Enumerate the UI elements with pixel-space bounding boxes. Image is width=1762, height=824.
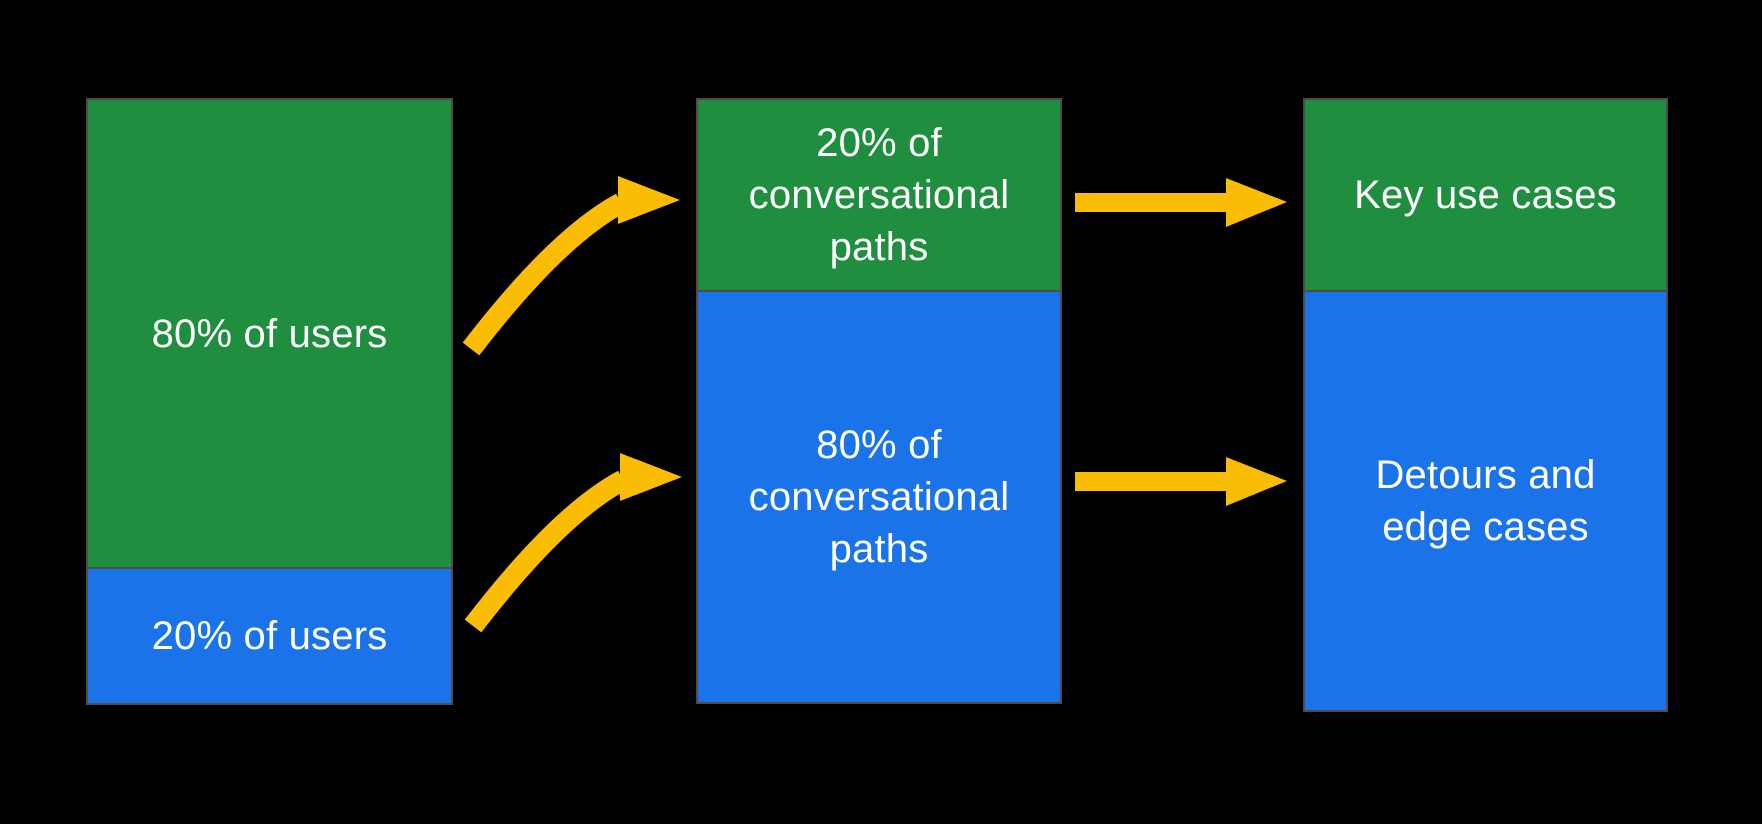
bar-paths-green-segment: 20% of conversational paths [698,100,1060,290]
bar-outcomes-blue-segment: Detours and edge cases [1305,290,1666,710]
bar-paths-green-label: 20% of conversational paths [748,121,1010,269]
bar-outcomes-green-label: Key use cases [1354,173,1617,217]
curved-arrow-bottom-icon [464,453,682,633]
straight-arrow-bottom-icon [1075,457,1287,506]
bar-users-blue-label: 20% of users [151,614,388,658]
bar-outcomes-blue-label: Detours and edge cases [1375,453,1596,549]
bar-outcomes: Key use cases Detours and edge cases [1303,98,1668,712]
bar-users-green-label: 80% of users [151,311,388,356]
bar-outcomes-green-segment: Key use cases [1305,100,1666,290]
bar-paths-blue-label: 80% of conversational paths [748,423,1010,571]
bar-conversational-paths: 20% of conversational paths 80% of conve… [696,98,1062,704]
bar-paths-blue-segment: 80% of conversational paths [698,290,1060,702]
bar-users-blue-segment: 20% of users [88,567,451,703]
bar-users-green-segment: 80% of users [88,100,451,567]
straight-arrow-top-icon [1075,178,1287,227]
curved-arrow-top-icon [462,176,680,356]
bar-users: 80% of users 20% of users [86,98,453,705]
